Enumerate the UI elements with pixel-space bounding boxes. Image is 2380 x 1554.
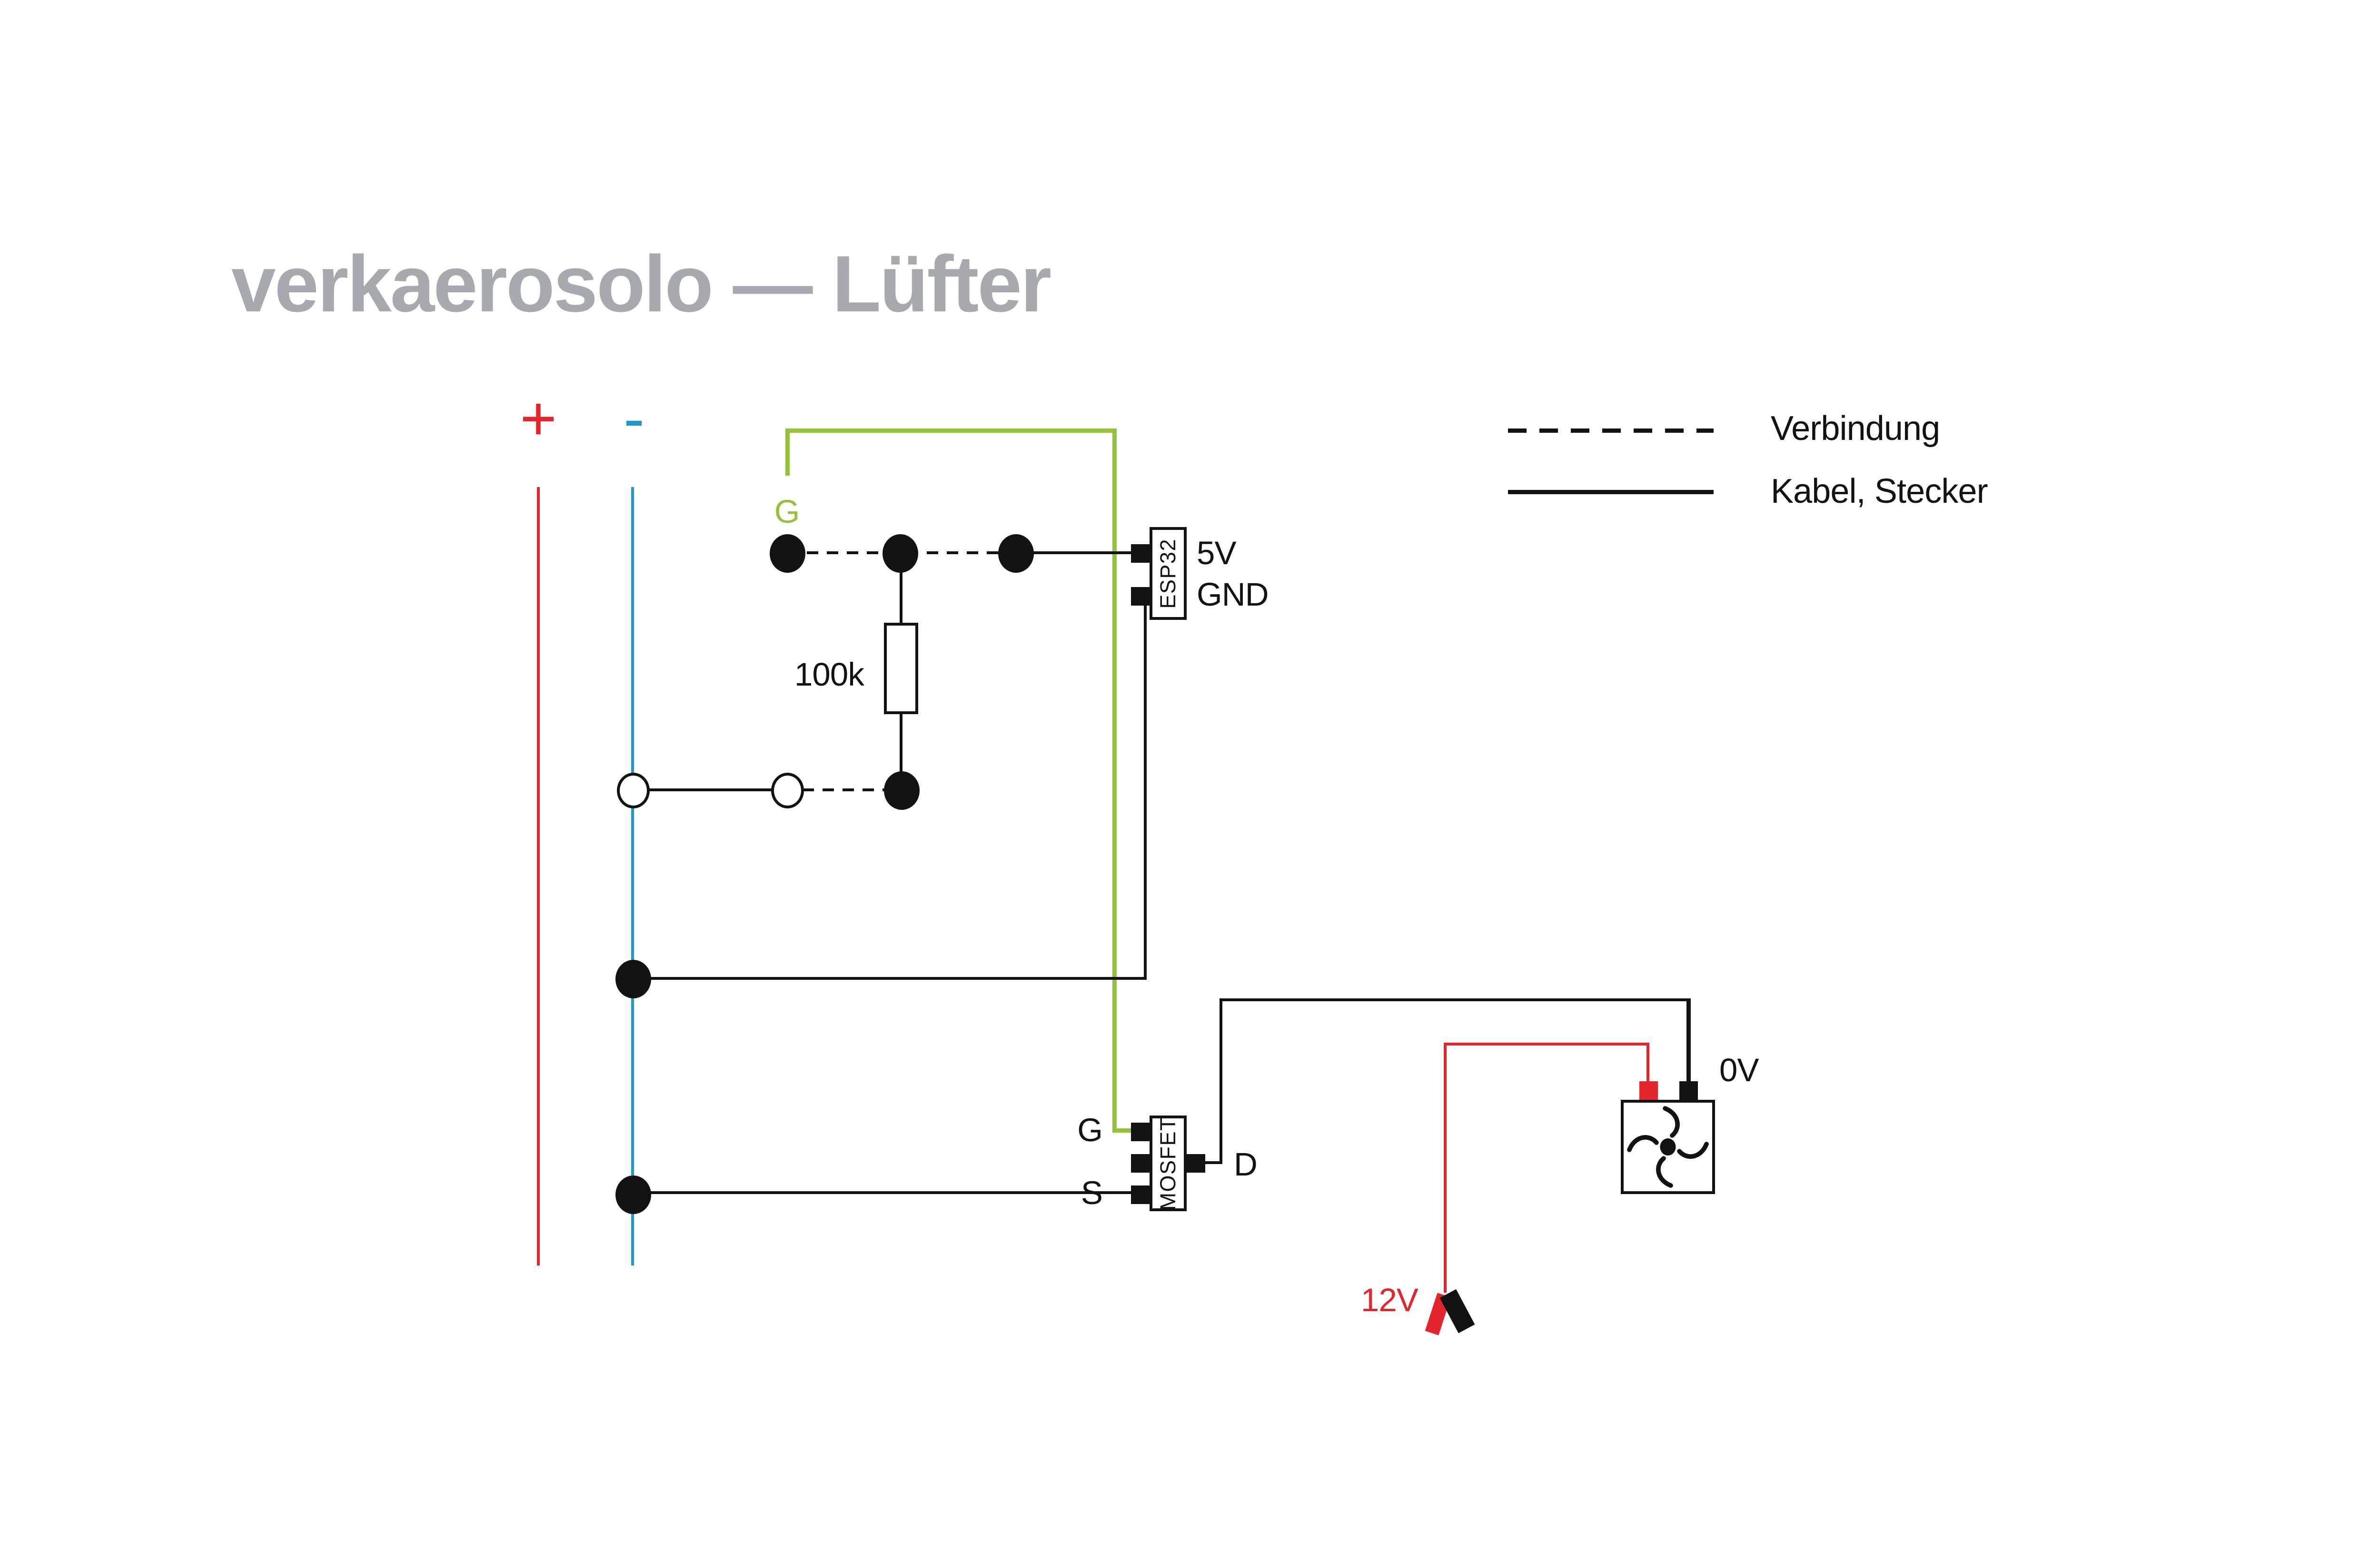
- supply-wire-drop-to-fan: [1646, 1044, 1650, 1084]
- mosfet-name: MOSFET: [1156, 1116, 1180, 1210]
- mosfet-drain-label: D: [1234, 1146, 1258, 1183]
- junction-dot-source-rail: [615, 1175, 651, 1214]
- page-title: verkaerosolo — Lüfter: [231, 239, 1051, 329]
- junction-dot-gnd-rail: [615, 959, 651, 998]
- connector-circle-mid: [770, 772, 803, 808]
- gate-wire-stub-vertical: [784, 430, 789, 476]
- gate-wire-right-vertical: [1112, 428, 1117, 1132]
- drain-wire-stub: [1202, 1161, 1222, 1165]
- drain-wire-drop-to-fan: [1686, 998, 1690, 1083]
- connector-solid-wire: [647, 788, 773, 792]
- resistor-value-label: 100k: [794, 656, 864, 693]
- gate-wire-top-horizontal: [784, 428, 1117, 432]
- mosfet-gate-label: G: [1077, 1111, 1103, 1148]
- junction-dot-gate: [769, 533, 805, 572]
- supply-wire-horizontal: [1444, 1042, 1649, 1046]
- negative-rail-label: -: [624, 384, 645, 454]
- resistor-wire-top: [899, 553, 903, 624]
- mosfet-body: MOSFET: [1150, 1116, 1187, 1211]
- junction-dot-esp32: [997, 533, 1033, 572]
- fan-pin-negative: [1679, 1081, 1698, 1101]
- supply-wire-vertical: [1443, 1044, 1447, 1293]
- legend-dashed-label: Verbindung: [1771, 410, 1940, 448]
- drain-wire-vertical: [1219, 998, 1222, 1163]
- legend-dashed-line-sample: [1508, 428, 1714, 432]
- positive-rail-label: +: [520, 384, 557, 454]
- gate-wire-to-mosfet: [1112, 1128, 1134, 1133]
- legend-solid-label: Kabel, Stecker: [1771, 473, 1988, 511]
- legend-solid-line-sample: [1508, 490, 1714, 494]
- gate-net-label: G: [774, 493, 800, 530]
- mosfet-pin-drain: [1187, 1153, 1205, 1172]
- connector-dashed-wire: [803, 788, 885, 791]
- connector-circle-rail: [616, 772, 649, 808]
- resistor-wire-bottom: [899, 713, 903, 791]
- gnd-wire-vertical: [1143, 600, 1147, 980]
- gnd-wire-horizontal: [633, 976, 1145, 980]
- mosfet-pin-source: [1131, 1185, 1150, 1204]
- esp32-body: ESP32: [1150, 527, 1187, 620]
- esp32-name: ESP32: [1156, 538, 1180, 609]
- mosfet-pin-middle: [1131, 1153, 1150, 1172]
- fan-0v-label: 0V: [1719, 1051, 1759, 1088]
- supply-12v-label: 12V: [1360, 1281, 1418, 1318]
- drain-wire-horizontal: [1219, 998, 1690, 1002]
- esp32-pin-5v: [1131, 543, 1150, 562]
- esp32-gnd-label: GND: [1197, 576, 1269, 613]
- source-wire: [633, 1191, 1132, 1195]
- fan-blades-icon: [1627, 1106, 1709, 1188]
- junction-dot-resistor-bottom: [883, 770, 919, 809]
- junction-to-esp32-wire: [1015, 551, 1134, 555]
- resistor-body: [884, 623, 918, 714]
- positive-rail-line: [536, 487, 540, 1265]
- esp32-5v-label: 5V: [1197, 534, 1237, 571]
- mosfet-source-label: S: [1081, 1174, 1103, 1211]
- negative-rail-line: [630, 487, 634, 1265]
- fan-pin-positive: [1639, 1081, 1658, 1101]
- mosfet-pin-gate: [1131, 1122, 1150, 1141]
